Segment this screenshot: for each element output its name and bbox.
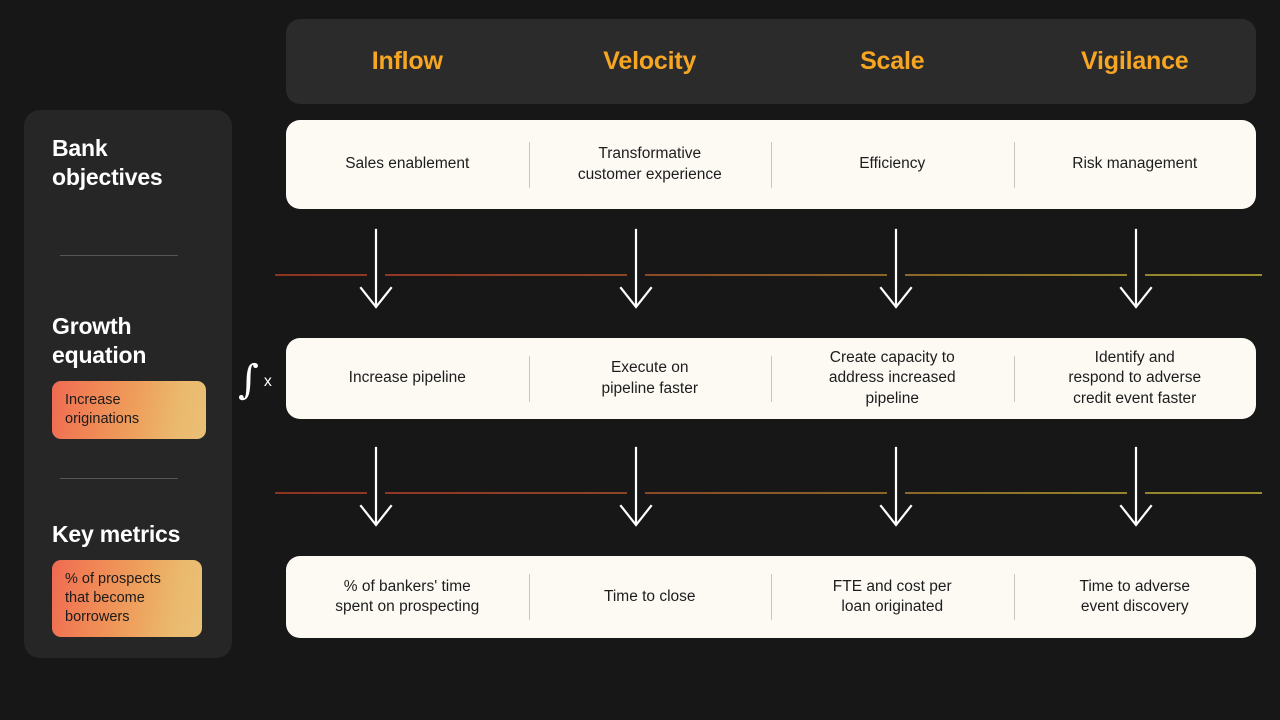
down-arrow-icon [353,446,399,546]
cell-objective-scale[interactable]: Efficiency [771,120,1014,209]
cell-metric-velocity[interactable]: Time to close [529,556,772,638]
sidebar-section-bank-objectives: Bank objectives [52,134,163,192]
connector-row-1 [275,228,1262,328]
sidebar-section-growth-equation: Growth equation Increase originations [52,312,206,440]
cell-objective-velocity[interactable]: Transformative customer experience [529,120,772,209]
sidebar-section-title: Growth equation [52,313,147,368]
down-arrow-icon [873,228,919,328]
down-arrow-icon [873,446,919,546]
cell-objective-vigilance[interactable]: Risk management [1014,120,1257,209]
integral-variable-label: x [263,373,272,390]
cell-equation-vigilance[interactable]: Identify and respond to adverse credit e… [1014,338,1257,419]
sidebar-section-title: Bank objectives [52,135,163,190]
down-arrow-icon [613,228,659,328]
integral-sign-icon: ∫ [238,357,259,403]
down-arrow-icon [353,228,399,328]
matrix-main: Inflow Velocity Scale Vigilance Sales en… [275,0,1262,720]
column-header-inflow[interactable]: Inflow [371,47,443,75]
down-arrow-icon [1113,228,1159,328]
cell-metric-inflow[interactable]: % of bankers' time spent on prospecting [335,577,480,615]
cell-metric-scale[interactable]: FTE and cost per loan originated [771,556,1014,638]
row-key-metrics: % of bankers' time spent on prospecting … [286,556,1256,638]
cell-equation-inflow[interactable]: Increase pipeline [348,369,466,387]
column-header-velocity[interactable]: Velocity [603,47,697,75]
sidebar-section-key-metrics: Key metrics % of prospects that become b… [52,520,202,638]
connector-gradient-line [275,274,1262,276]
connector-row-2 [275,446,1262,546]
connector-gradient-line [275,492,1262,494]
sidebar-divider-1 [60,255,178,256]
sidebar-section-title: Key metrics [52,521,181,547]
row-bank-objectives: Sales enablement Transformative customer… [286,120,1256,209]
row-growth-equation: Increase pipeline Execute on pipeline fa… [286,338,1256,419]
cell-objective-inflow[interactable]: Sales enablement [345,155,470,173]
cell-equation-scale[interactable]: Create capacity to address increased pip… [771,338,1014,419]
sidebar-panel: Bank objectives Growth equation Increase… [24,110,232,658]
column-header-vigilance[interactable]: Vigilance [1080,47,1189,75]
column-header-bar: Inflow Velocity Scale Vigilance [286,19,1256,104]
sidebar-chip-increase-originations[interactable]: Increase originations [52,380,206,440]
column-header-scale[interactable]: Scale [860,47,925,75]
down-arrow-icon [1113,446,1159,546]
cell-metric-vigilance[interactable]: Time to adverse event discovery [1014,556,1257,638]
down-arrow-icon [613,446,659,546]
cell-equation-velocity[interactable]: Execute on pipeline faster [529,338,772,419]
integral-operator: ∫ x [238,356,284,404]
sidebar-chip-prospects-become-borrowers[interactable]: % of prospects that become borrowers [52,559,202,638]
sidebar-divider-2 [60,478,178,479]
